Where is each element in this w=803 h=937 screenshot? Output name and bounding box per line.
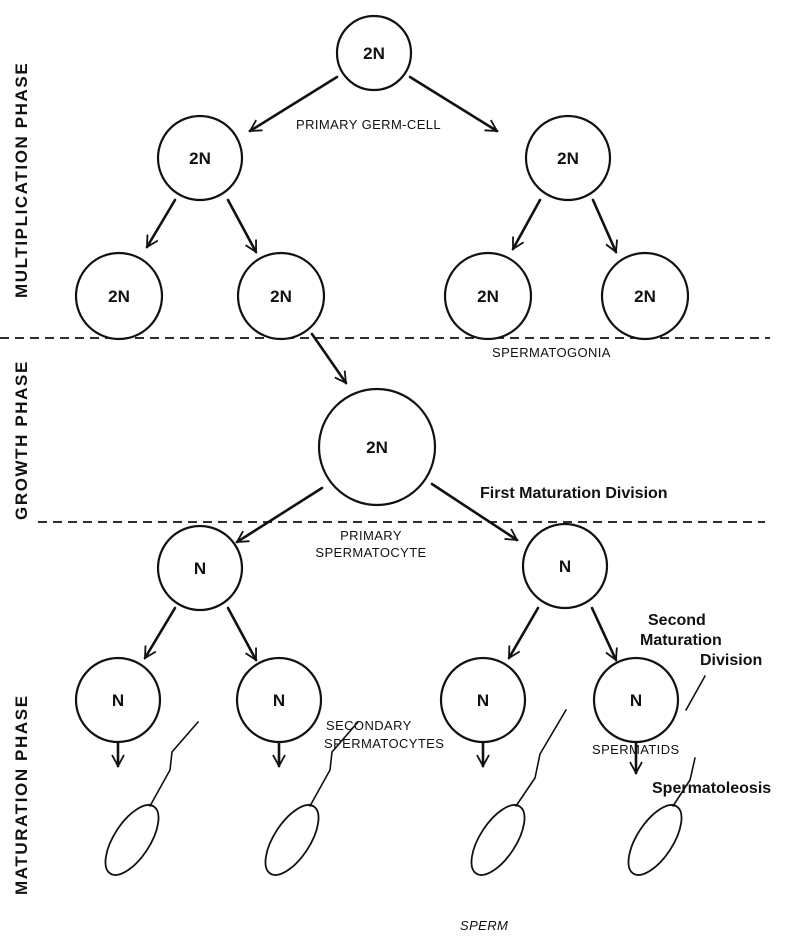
cell-gen1-right: 2N bbox=[524, 114, 612, 202]
sperm-label: SPERM bbox=[460, 918, 508, 933]
cell-secondary-right: N bbox=[521, 522, 609, 610]
arrow-spermatocyte-to-left bbox=[235, 486, 324, 544]
cell-secondary-left: N bbox=[156, 524, 244, 612]
spermatogonia-label: SPERMATOGONIA bbox=[492, 345, 611, 360]
arrow-spermatogonium-to-spermatocyte bbox=[310, 332, 348, 385]
cell-spermatogonium-c: 2N bbox=[443, 251, 533, 341]
sperm-b bbox=[264, 721, 359, 876]
svg-text:2N: 2N bbox=[557, 149, 579, 168]
second-maturation-label-line1: Second bbox=[648, 612, 706, 629]
sperm-d bbox=[627, 675, 706, 876]
svg-text:N: N bbox=[273, 691, 285, 710]
multiplication-phase-label: MULTIPLICATION PHASE bbox=[12, 62, 31, 298]
cell-primary-spermatocyte: 2N bbox=[317, 387, 437, 507]
svg-text:2N: 2N bbox=[366, 438, 388, 457]
svg-text:N: N bbox=[112, 691, 124, 710]
arrow-primary-to-left bbox=[248, 75, 339, 133]
cell-spermatid-c: N bbox=[439, 656, 527, 744]
cell-spermatogonium-b: 2N bbox=[236, 251, 326, 341]
arrow-secright-to-c bbox=[507, 606, 540, 660]
arrow-gen1left-to-b bbox=[226, 198, 258, 254]
svg-text:2N: 2N bbox=[189, 149, 211, 168]
svg-text:2N: 2N bbox=[270, 287, 292, 306]
arrow-secleft-to-a bbox=[143, 606, 177, 660]
sperm-c bbox=[470, 709, 567, 876]
svg-text:N: N bbox=[477, 691, 489, 710]
arrow-primary-to-right bbox=[408, 75, 499, 133]
arrow-secright-to-d bbox=[590, 606, 618, 662]
svg-text:2N: 2N bbox=[477, 287, 499, 306]
second-maturation-label-line3: Division bbox=[700, 652, 762, 669]
spermatoleosis-label: Spermatoleosis bbox=[652, 780, 771, 797]
primary-germ-cell-label: PRIMARY GERM-CELL bbox=[296, 117, 441, 132]
growth-phase-label: GROWTH PHASE bbox=[12, 360, 31, 520]
arrow-gen1right-to-c bbox=[511, 198, 542, 251]
secondary-spermatocytes-label-line1: SECONDARY bbox=[326, 718, 412, 733]
svg-text:2N: 2N bbox=[363, 44, 385, 63]
spermatids-label: SPERMATIDS bbox=[592, 742, 680, 757]
cell-primary-germ: 2N bbox=[335, 14, 413, 92]
second-maturation-label-line2: Maturation bbox=[640, 632, 722, 649]
cell-spermatogonium-a: 2N bbox=[74, 251, 164, 341]
arrow-gen1left-to-a bbox=[145, 198, 177, 249]
primary-spermatocyte-label-line1: PRIMARY bbox=[340, 528, 402, 543]
svg-text:2N: 2N bbox=[108, 287, 130, 306]
cell-spermatid-d: N bbox=[592, 656, 680, 744]
sperm-a bbox=[104, 721, 199, 876]
arrow-gen1right-to-d bbox=[591, 198, 618, 254]
arrow-spermatocyte-to-right bbox=[430, 482, 519, 542]
svg-text:2N: 2N bbox=[634, 287, 656, 306]
arrow-secleft-to-b bbox=[226, 606, 258, 662]
secondary-spermatocytes-label-line2: SPERMATOCYTES bbox=[324, 736, 444, 751]
svg-text:N: N bbox=[559, 557, 571, 576]
cell-spermatogonium-d: 2N bbox=[600, 251, 690, 341]
cell-spermatid-a: N bbox=[74, 656, 162, 744]
cell-spermatid-b: N bbox=[235, 656, 323, 744]
maturation-phase-label: MATURATION PHASE bbox=[12, 694, 31, 895]
cell-gen1-left: 2N bbox=[156, 114, 244, 202]
svg-text:N: N bbox=[194, 559, 206, 578]
primary-spermatocyte-label-line2: SPERMATOCYTE bbox=[315, 545, 426, 560]
svg-text:N: N bbox=[630, 691, 642, 710]
first-maturation-division-label: First Maturation Division bbox=[480, 485, 668, 502]
